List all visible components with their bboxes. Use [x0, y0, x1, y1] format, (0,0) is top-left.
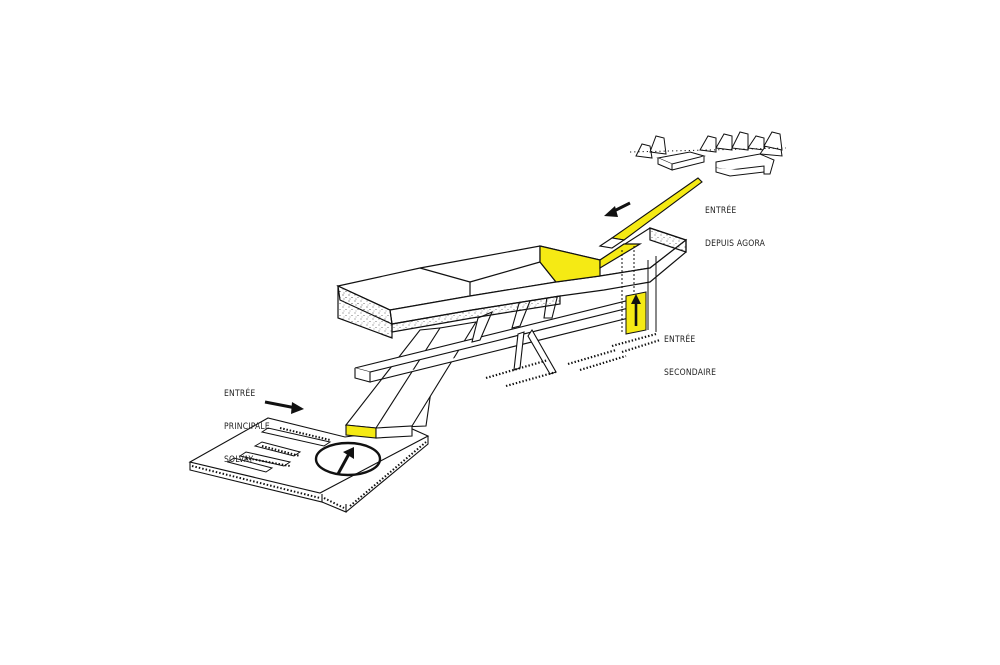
label-entree-agora: ENTRÉE DEPUIS AGORA [705, 184, 765, 261]
label-principale-line2: PRINCIPALE [224, 422, 270, 432]
label-entree-principale: ENTRÉE PRINCIPALE SOLVAY [224, 367, 270, 477]
label-secondaire-line2: SECONDAIRE [664, 368, 717, 378]
arrow-principale [264, 400, 304, 414]
plaza-benches [226, 427, 332, 473]
upper-volume [336, 227, 688, 339]
agora-site [629, 131, 787, 177]
label-principale-line3: SOLVAY [224, 455, 254, 465]
label-agora-line2: DEPUIS AGORA [705, 239, 766, 249]
label-agora-line1: ENTRÉE [705, 206, 737, 216]
label-secondaire-line1: ENTRÉE [664, 335, 696, 345]
agora-ramp [598, 177, 703, 249]
secondary-shaft [621, 246, 657, 335]
arrow-agora [604, 201, 631, 217]
ground-stripes [485, 332, 661, 388]
label-entree-secondaire: ENTRÉE SECONDAIRE [664, 313, 716, 390]
label-principale-line1: ENTRÉE [224, 389, 256, 399]
entry-circle [314, 441, 382, 477]
